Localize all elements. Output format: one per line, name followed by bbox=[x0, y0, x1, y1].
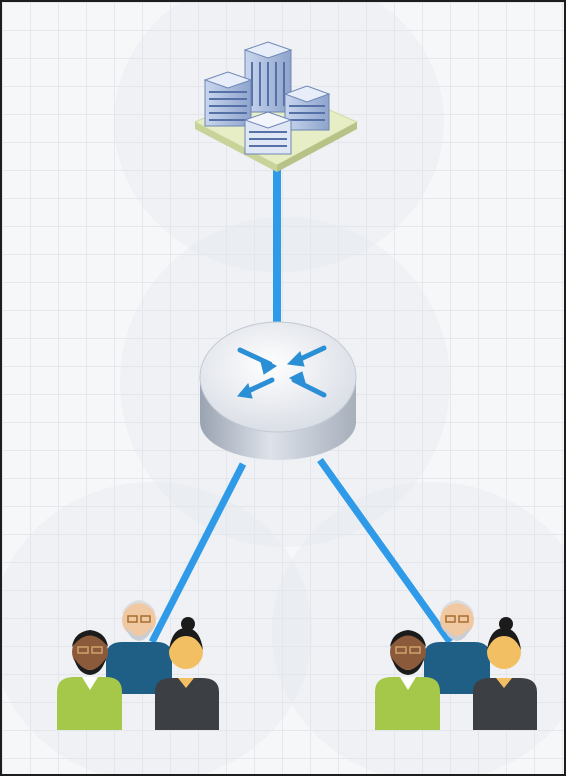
office-buildings-icon bbox=[195, 42, 357, 172]
router-icon bbox=[200, 322, 356, 460]
user-group-right-icon bbox=[375, 600, 537, 730]
user-group-left-icon bbox=[57, 600, 219, 730]
link-router-right-group bbox=[320, 460, 450, 642]
link-router-left-group bbox=[152, 464, 243, 642]
